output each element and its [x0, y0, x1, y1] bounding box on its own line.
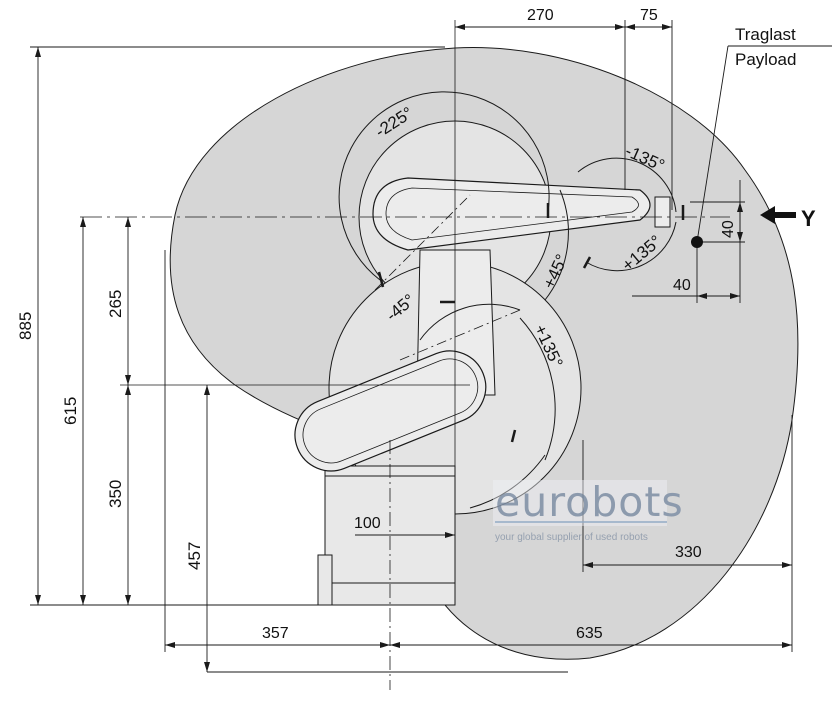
eurobots-watermark: eurobots your global supplier of used ro…	[493, 478, 684, 543]
watermark-brand: eurobots	[495, 478, 684, 526]
dim-height-615: 615	[61, 397, 80, 425]
y-axis-arrow-icon	[760, 206, 796, 224]
dim-top-270: 270	[527, 7, 554, 24]
dim-radius-330: 330	[675, 544, 702, 561]
base-flange	[317, 554, 333, 606]
y-axis-label: Y	[801, 206, 816, 231]
base-foot	[321, 582, 456, 606]
upper-arm	[372, 177, 671, 251]
dim-overall-height: 885	[16, 312, 35, 340]
payload-label-de: Traglast	[735, 25, 796, 44]
dim-height-350: 350	[106, 480, 125, 508]
dim-bottom-635: 635	[576, 625, 603, 642]
payload-point	[691, 236, 703, 248]
center-lines	[80, 20, 730, 690]
watermark-tagline: your global supplier of used robots	[495, 532, 648, 543]
payload-label-en: Payload	[735, 50, 796, 69]
dim-height-265: 265	[106, 290, 125, 318]
angle-arcs	[338, 91, 685, 509]
dim-bottom-357: 357	[262, 625, 289, 642]
dim-height-457: 457	[185, 542, 204, 570]
dimension-arrows	[35, 24, 792, 672]
dim-base-100: 100	[354, 515, 381, 532]
dim-top-75: 75	[640, 7, 658, 24]
dim-payload-40-v: 40	[720, 220, 737, 238]
dim-payload-40-h: 40	[673, 277, 691, 294]
